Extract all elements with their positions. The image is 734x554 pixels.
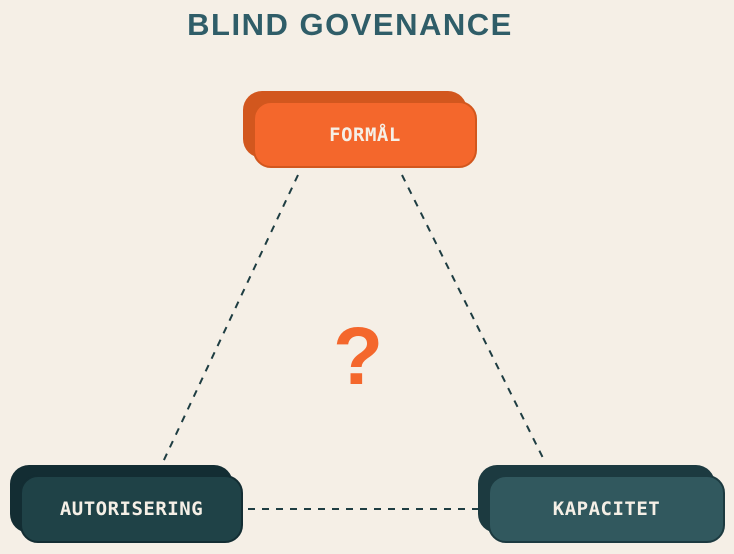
node-kapacitet-label: KAPACITET <box>552 498 661 520</box>
question-mark: ? <box>332 311 384 402</box>
node-kapacitet: KAPACITET <box>478 465 725 543</box>
edge-formaal-kapacitet <box>401 174 546 463</box>
edge-formaal-autorisering <box>162 174 299 463</box>
node-kapacitet-box: KAPACITET <box>488 475 725 543</box>
node-autorisering-box: AUTORISERING <box>20 475 243 543</box>
node-formaal-label: FORMÅL <box>329 123 401 146</box>
node-formaal: FORMÅL <box>243 91 477 168</box>
node-formaal-box: FORMÅL <box>253 101 477 168</box>
node-autorisering-label: AUTORISERING <box>59 498 204 520</box>
page-title: BLIND GOVENANCE <box>187 7 513 42</box>
node-autorisering: AUTORISERING <box>10 465 243 543</box>
